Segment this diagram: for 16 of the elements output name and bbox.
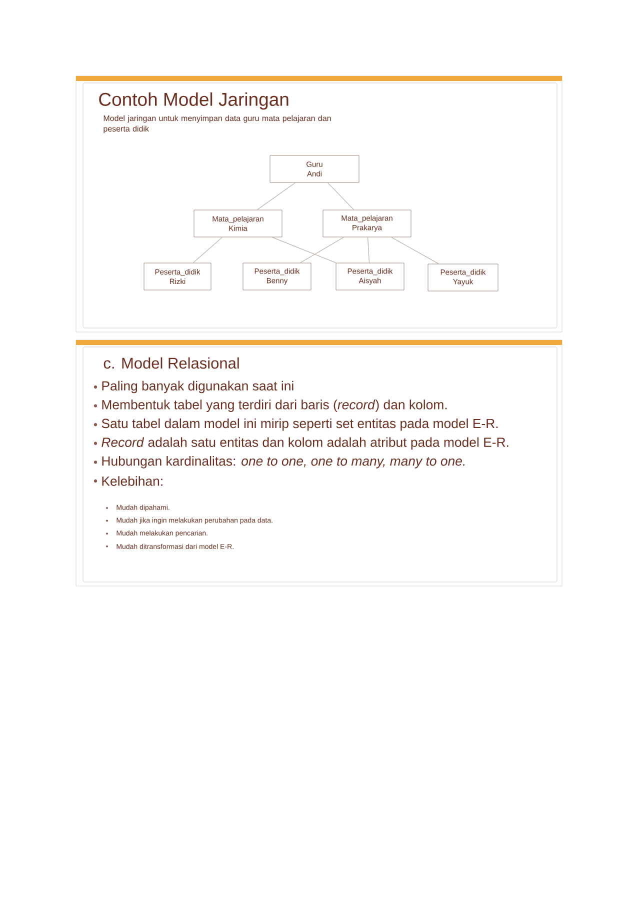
slide-title: Contoh Model Jaringan xyxy=(99,92,288,110)
slide-title: c. Model Relasional xyxy=(104,357,239,369)
connector-line xyxy=(272,236,336,264)
bullet-item: Paling banyak digunakan saat ini xyxy=(102,380,294,394)
connector-line xyxy=(192,236,223,264)
bullet-item: Record adalah satu entitas dan kolom adalah atribut pada model E-R. xyxy=(102,437,508,450)
bullet-item: Satu tabel dalam model ini mirip seperti set entitas pada model E-R. xyxy=(102,418,498,431)
connector-line xyxy=(256,182,296,210)
bullet-item: Hubungan kardinalitas: one to one, one to many, many to one. xyxy=(102,456,464,468)
description-text: Model jaringan untuk menyimpan data guru mata pelajaran dan peserta didik xyxy=(104,115,331,134)
bullet-item: Kelebihan: xyxy=(102,476,162,486)
bullet-item: Membentuk tabel yang terdiri dari baris (record) dan kolom. xyxy=(102,400,447,412)
connector-line xyxy=(367,236,370,264)
connector-line xyxy=(391,236,439,264)
connector-line xyxy=(300,236,344,264)
connector-line xyxy=(327,182,354,210)
